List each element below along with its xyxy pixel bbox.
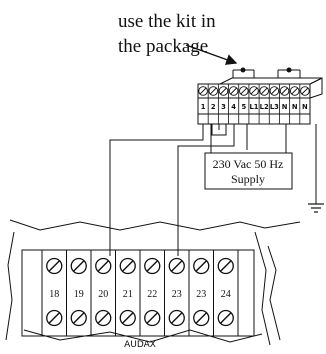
top-terminal: N (279, 84, 290, 124)
top-terminal: 5 (238, 84, 249, 124)
top-terminal: N (289, 84, 300, 124)
top-terminal-label: L2 (260, 103, 269, 111)
top-terminal-label: 1 (201, 103, 206, 111)
top-terminal: 4 (228, 84, 239, 124)
top-terminal: L2 (258, 84, 269, 124)
bottom-terminal: 20 (90, 250, 112, 336)
brand-label: AUDAX (124, 340, 156, 350)
supply-line-2: Supply (231, 172, 265, 186)
bottom-terminal: 23 (188, 250, 210, 336)
bottom-terminal-label: 22 (147, 289, 157, 300)
note-line-1: use the kit in (118, 11, 216, 32)
top-terminal-label: L3 (270, 103, 279, 111)
top-terminal-label: N (302, 103, 308, 111)
top-terminal-label: 3 (221, 103, 226, 111)
note-line-2: the package (118, 36, 208, 57)
bottom-terminal-label: 23 (172, 289, 182, 300)
top-terminal: 2 (207, 84, 219, 124)
supply-line-1: 230 Vac 50 Hz (213, 157, 284, 171)
ground-icon (308, 124, 324, 213)
bottom-terminal-label: 19 (74, 289, 84, 300)
top-terminal-label: 5 (241, 103, 246, 111)
top-terminal: L3 (268, 84, 279, 124)
bottom-terminal-label: 18 (49, 289, 59, 300)
note-arrow (185, 44, 238, 65)
jumper-link (232, 67, 301, 78)
top-terminal: 3 (217, 84, 229, 124)
supply-box: 230 Vac 50 Hz Supply (204, 124, 293, 190)
connection-wires (109, 124, 235, 256)
bottom-terminal: 18 (46, 257, 63, 327)
top-terminal-label: N (282, 103, 288, 111)
top-terminal-label: N (292, 103, 298, 111)
bottom-terminal-label: 20 (98, 289, 108, 300)
bottom-terminal-strip: 18 19 20 21 22 23 23 24 AUDAX (21, 249, 255, 350)
top-terminal: N (299, 84, 310, 124)
bottom-terminal: 19 (66, 250, 87, 336)
bottom-terminal-label: 23 (196, 289, 206, 300)
bottom-terminal: 24 (213, 250, 234, 336)
bottom-terminal: 22 (139, 250, 161, 336)
device-outline (5, 219, 301, 346)
top-terminal-label: 2 (211, 103, 216, 111)
top-terminal: L1 (248, 84, 259, 124)
bottom-terminal: 21 (115, 250, 136, 336)
top-terminal-label: 4 (231, 103, 236, 111)
bottom-terminal: 23 (164, 250, 185, 336)
bottom-terminal-label: 24 (221, 289, 231, 300)
top-terminal: 1 (198, 86, 208, 111)
bottom-terminal-label: 21 (123, 289, 133, 300)
terminal-bridges (211, 124, 227, 136)
top-terminal-label: L1 (249, 103, 258, 111)
